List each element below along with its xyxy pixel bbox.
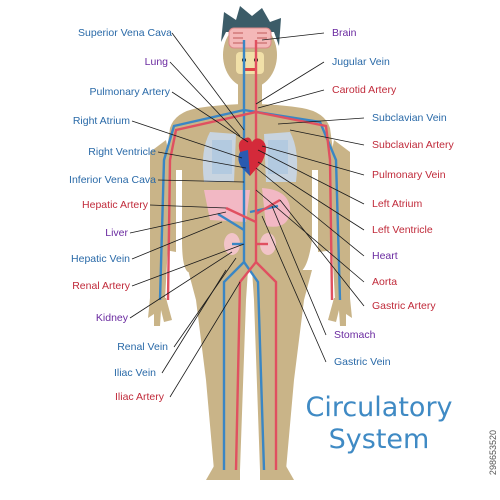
left-foot [206, 466, 240, 480]
face [236, 52, 264, 74]
label-liver: Liver [105, 227, 128, 239]
label-renal-artery: Renal Artery [72, 280, 130, 292]
label-right-ventricle: Right Ventricle [88, 146, 156, 158]
label-pulmonary-artery: Pulmonary Artery [89, 86, 170, 98]
stock-watermark: 298653520 [488, 430, 498, 476]
label-stomach: Stomach [334, 329, 376, 341]
neck [238, 82, 262, 108]
right-hand [328, 298, 352, 326]
left-leg [188, 270, 248, 470]
hair [221, 6, 281, 46]
heart [238, 137, 266, 176]
label-subclavian-artery: Subclavian Artery [372, 139, 454, 151]
right-foot [260, 466, 294, 480]
brain [228, 27, 272, 49]
label-iliac-artery: Iliac Artery [114, 391, 164, 403]
left-hand [148, 298, 172, 326]
label-inferior-vena-cava: Inferior Vena Cava [69, 174, 156, 186]
label-gastric-vein: Gastric Vein [334, 356, 391, 368]
label-left-atrium: Left Atrium [372, 198, 423, 210]
label-iliac-vein: Iliac Vein [113, 367, 156, 379]
leader-lines-left [129, 32, 249, 398]
label-aorta: Aorta [372, 276, 398, 288]
label-kidney: Kidney [95, 312, 128, 324]
label-superior-vena-cava: Superior Vena Cava [78, 27, 172, 39]
label-carotid-artery: Carotid Artery [332, 84, 397, 96]
torso [165, 104, 335, 272]
label-pulmonary-vein: Pulmonary Vein [372, 169, 446, 181]
leader-lines-right [255, 32, 365, 363]
title-line-1: Circulatory [305, 392, 453, 423]
mouth [244, 68, 256, 71]
title-line-2: System [328, 424, 430, 455]
label-heart: Heart [372, 250, 398, 262]
right-arm [328, 140, 350, 300]
label-lung: Lung [144, 56, 168, 68]
right-leg [252, 270, 312, 470]
label-renal-vein: Renal Vein [117, 341, 168, 353]
label-hepatic-artery: Hepatic Artery [82, 199, 148, 211]
label-brain: Brain [332, 27, 357, 39]
lungs [202, 132, 298, 182]
label-left-ventricle: Left Ventricle [372, 224, 433, 236]
diagram-title: Circulatory System [290, 392, 468, 456]
label-gastric-artery: Gastric Artery [372, 300, 436, 312]
label-right-atrium: Right Atrium [72, 115, 130, 127]
label-hepatic-vein: Hepatic Vein [71, 253, 130, 265]
label-subclavian-vein: Subclavian Vein [372, 112, 447, 124]
label-jugular-vein: Jugular Vein [332, 56, 390, 68]
